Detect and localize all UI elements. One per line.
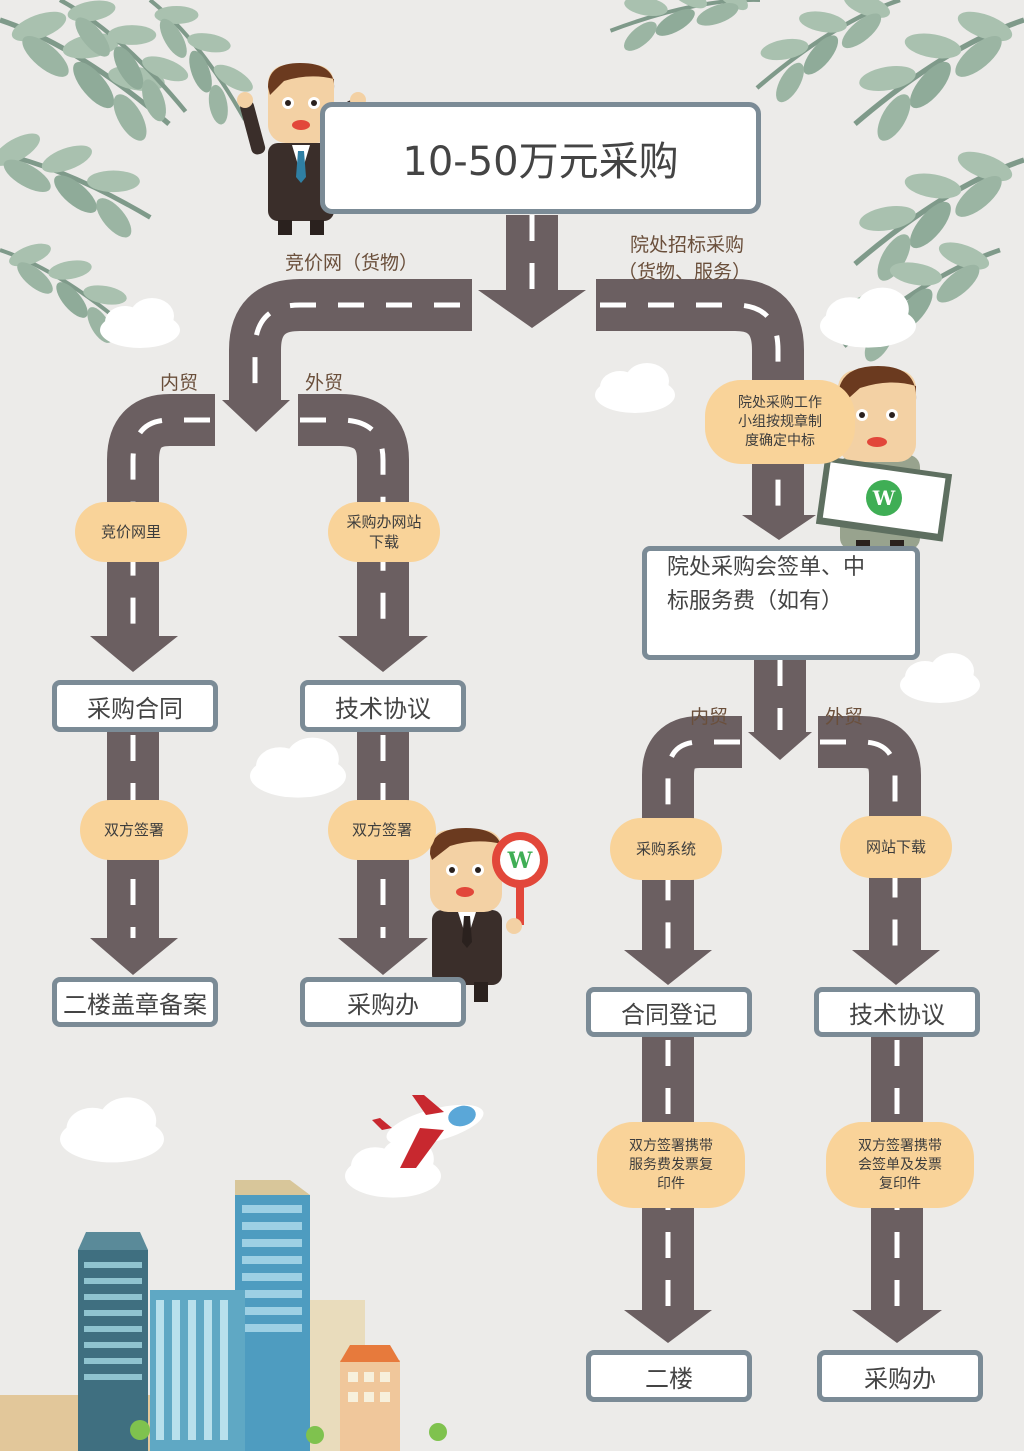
cloud bbox=[100, 298, 180, 348]
businessman-holding-sign: W bbox=[430, 828, 548, 1002]
box-tech-agreement-right: 技术协议 bbox=[814, 987, 980, 1037]
svg-text:W: W bbox=[872, 486, 896, 510]
branch-label-bidding: 竞价网（货物） bbox=[285, 252, 419, 274]
right-domestic-label: 内贸 bbox=[690, 706, 729, 728]
box-purchase-office-left: 采购办 bbox=[300, 977, 466, 1027]
cloud bbox=[595, 363, 675, 413]
step-working-group-line2: 小组按规章制 bbox=[738, 413, 822, 430]
step-both-sign-left: 双方签署 bbox=[80, 800, 188, 860]
step-both-sign-middle: 双方签署 bbox=[328, 800, 436, 860]
box-second-floor-archive: 二楼盖章备案 bbox=[52, 977, 218, 1027]
step-carry-countersign-copy-line3: 复印件 bbox=[879, 1175, 921, 1192]
svg-text:W: W bbox=[507, 848, 533, 874]
step-office-site-download: 采购办网站 下载 bbox=[328, 502, 440, 562]
branch-label-tender-line2: （货物、服务） bbox=[618, 261, 752, 283]
cloud bbox=[60, 1097, 164, 1163]
step-carry-countersign-copy-line1: 双方签署携带 bbox=[858, 1137, 942, 1154]
step-carry-invoice-copy-line1: 双方签署携带 bbox=[629, 1137, 713, 1154]
cloud bbox=[900, 653, 980, 703]
box-purchase-contract: 采购合同 bbox=[52, 680, 218, 732]
step-carry-invoice-copy: 双方签署携带 服务费发票复 印件 bbox=[597, 1122, 745, 1208]
step-working-group-line1: 院处采购工作 bbox=[738, 394, 822, 411]
airplane-icon bbox=[372, 1095, 484, 1168]
cloud bbox=[250, 737, 346, 798]
box-tech-agreement-left: 技术协议 bbox=[300, 680, 466, 732]
box-second-floor: 二楼 bbox=[586, 1350, 752, 1402]
step-working-group-line3: 度确定中标 bbox=[745, 432, 815, 449]
left-domestic-label: 内贸 bbox=[160, 372, 199, 394]
title-box: 10-50万元采购 bbox=[320, 102, 761, 214]
tree-leaves-topleft bbox=[0, 0, 278, 349]
step-purchase-system: 采购系统 bbox=[610, 818, 722, 880]
city-buildings bbox=[0, 1180, 447, 1451]
step-carry-countersign-copy-line2: 会签单及发票 bbox=[858, 1156, 942, 1173]
cloud bbox=[820, 287, 916, 348]
step-bidding-site: 竞价网里 bbox=[75, 502, 187, 562]
step-site-download: 网站下载 bbox=[840, 816, 952, 878]
box-purchase-office-right: 采购办 bbox=[817, 1350, 983, 1402]
branch-label-tender-line1: 院处招标采购 bbox=[630, 234, 745, 256]
step-carry-invoice-copy-line2: 服务费发票复 bbox=[629, 1156, 713, 1173]
step-carry-countersign-copy: 双方签署携带 会签单及发票 复印件 bbox=[826, 1122, 974, 1208]
step-office-site-download-line1: 采购办网站 bbox=[346, 513, 422, 531]
box-countersign-line1: 院处采购会签单、中 bbox=[667, 555, 866, 580]
step-office-site-download-line2: 下载 bbox=[368, 533, 399, 551]
right-foreign-label: 外贸 bbox=[825, 706, 864, 728]
box-countersign-line2: 标服务费（如有） bbox=[667, 589, 844, 614]
box-countersign-service-fee: 院处采购会签单、中 标服务费（如有） bbox=[642, 546, 920, 660]
step-carry-invoice-copy-line3: 印件 bbox=[657, 1175, 685, 1192]
box-contract-register: 合同登记 bbox=[586, 987, 752, 1037]
left-foreign-label: 外贸 bbox=[305, 372, 344, 394]
step-working-group: 院处采购工作 小组按规章制 度确定中标 bbox=[705, 380, 855, 464]
